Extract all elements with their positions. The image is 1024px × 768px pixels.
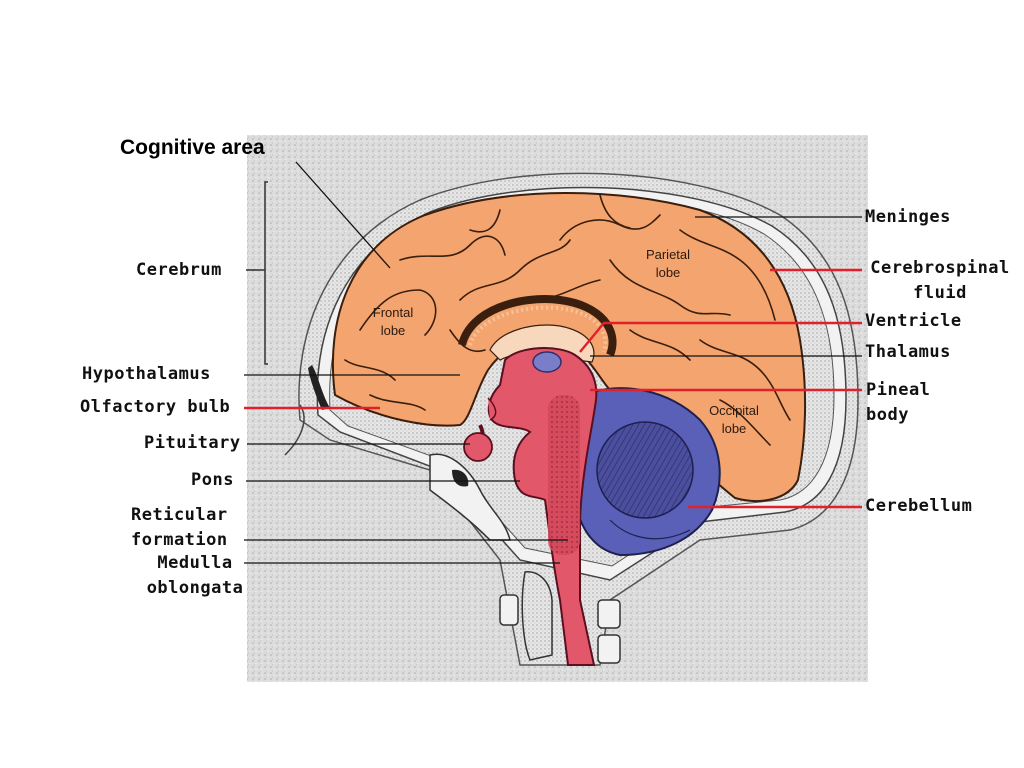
- reticular-formation-shape: [548, 395, 580, 555]
- label-hypothalamus: Hypothalamus: [82, 364, 211, 384]
- label-cerebrospinal-fluid: Cerebrospinal fluid: [865, 256, 1015, 306]
- label-reticular-formation: Reticular formation: [131, 503, 228, 553]
- csf-line-1: Cerebrospinal: [870, 258, 1010, 278]
- label-pineal-body: Pineal body: [866, 378, 930, 428]
- label-olfactory-bulb: Olfactory bulb: [80, 397, 231, 417]
- orbital-bone: [308, 365, 330, 410]
- pineal-line-2: body: [866, 405, 909, 425]
- parietal-lobe-line-1: Parietal: [645, 247, 691, 262]
- thalamus-shape: [532, 351, 562, 373]
- frontal-lobe-label: Frontal lobe: [355, 304, 431, 340]
- occipital-lobe-line-1: Occipital: [709, 403, 759, 418]
- label-cerebrum: Cerebrum: [136, 260, 222, 280]
- reticular-line-2: formation: [131, 530, 228, 550]
- reticular-line-1: Reticular: [131, 505, 228, 525]
- sphenoid-bone: [429, 453, 511, 541]
- leader-lines-right: [579, 216, 862, 509]
- corpus-callosum: [458, 295, 617, 357]
- arbor-vitae: [596, 421, 694, 519]
- medulla-line-2: oblongata: [146, 578, 244, 598]
- sulci: [344, 194, 791, 446]
- cerebrum-bracket: [258, 181, 268, 365]
- parietal-lobe-label: Parietal lobe: [630, 246, 706, 282]
- label-cerebellum: Cerebellum: [865, 496, 973, 516]
- label-ventricle: Ventricle: [865, 311, 962, 331]
- label-pons: Pons: [191, 470, 234, 490]
- label-pituitary: Pituitary: [144, 433, 241, 453]
- label-thalamus: Thalamus: [865, 342, 951, 362]
- label-meninges: Meninges: [865, 207, 951, 227]
- occipital-lobe-line-2: lobe: [721, 421, 747, 436]
- leader-lines-left: [244, 161, 568, 564]
- vertebrae: [499, 570, 621, 664]
- medulla-line-1: Medulla: [157, 553, 233, 573]
- frontal-lobe-line-1: Frontal: [372, 305, 414, 320]
- pineal-line-1: Pineal: [866, 380, 931, 400]
- csf-line-2: fluid: [913, 283, 967, 303]
- pituitary-shape: [463, 432, 493, 462]
- parietal-lobe-line-2: lobe: [655, 265, 681, 280]
- diagram-title: Cognitive area: [120, 136, 265, 159]
- occipital-lobe-label: Occipital lobe: [692, 402, 776, 438]
- label-medulla-oblongata: Medulla oblongata: [137, 551, 253, 601]
- frontal-lobe-line-2: lobe: [380, 323, 406, 338]
